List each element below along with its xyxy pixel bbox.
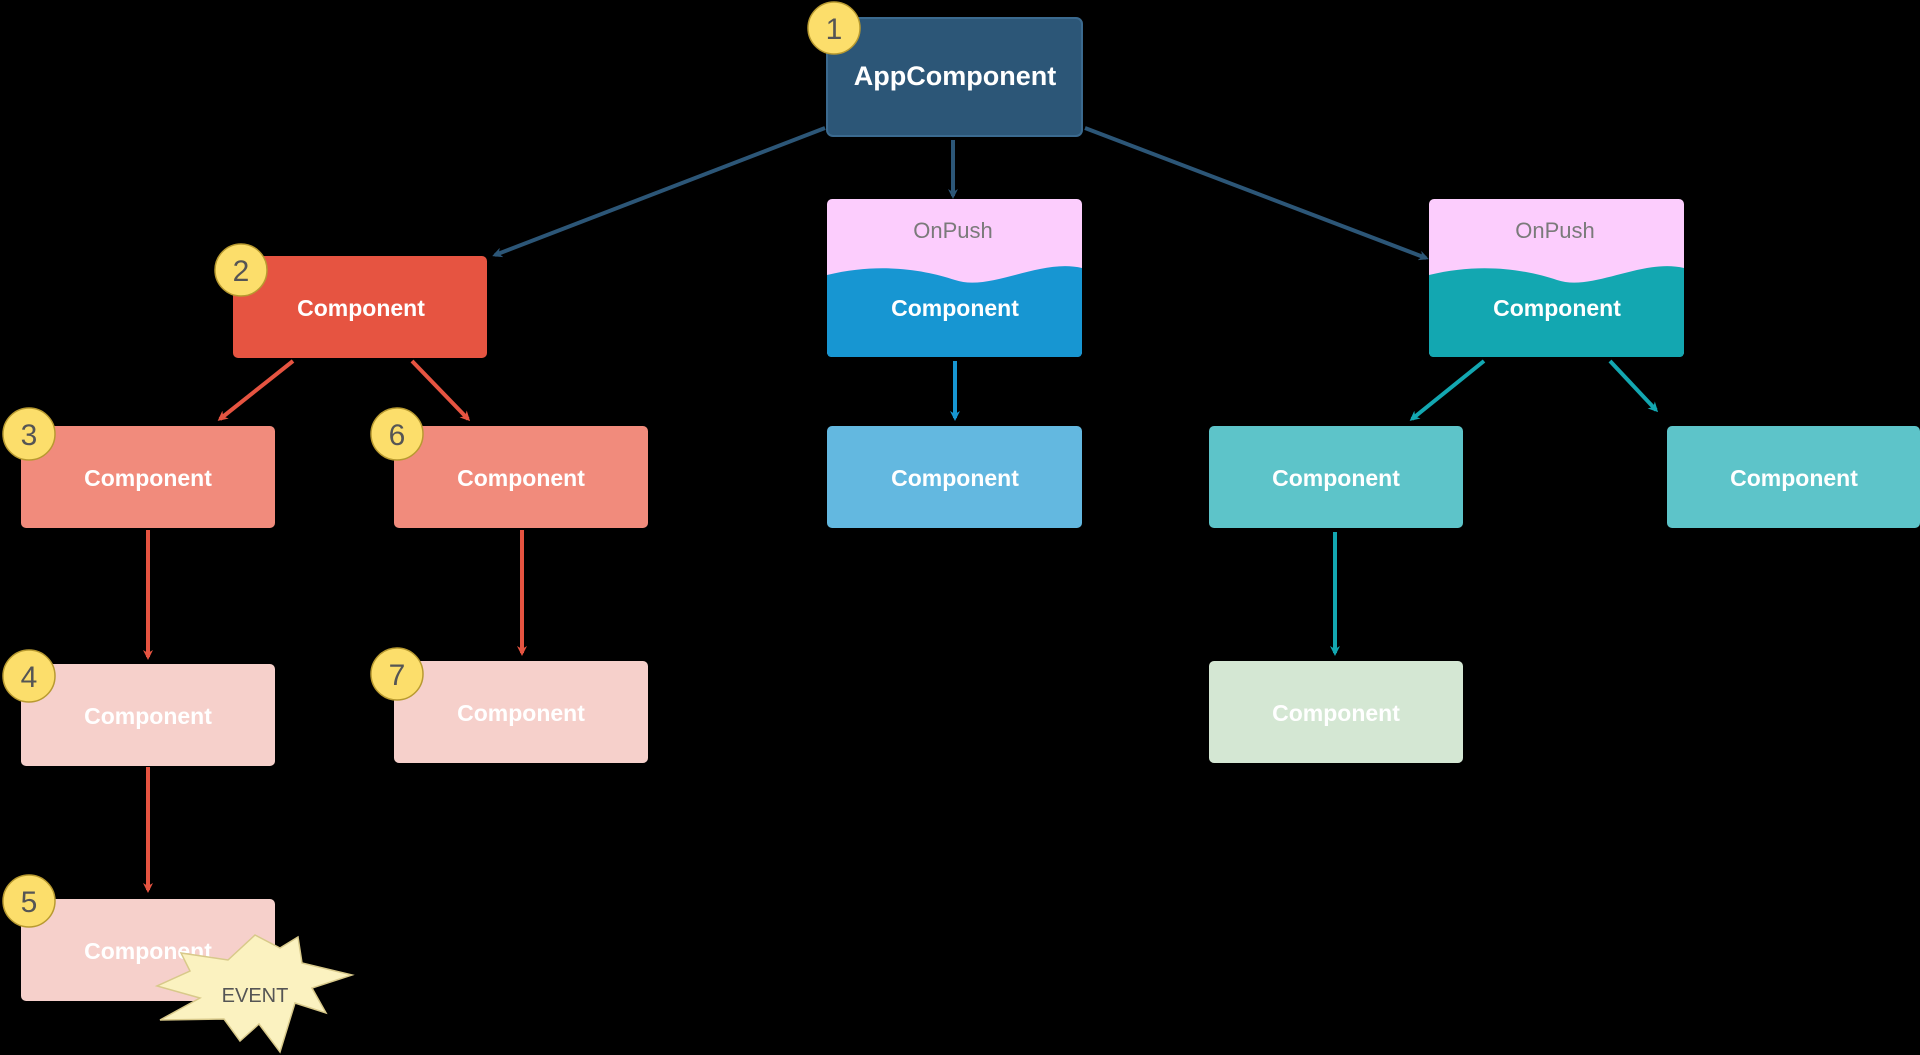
node-red-right-label: Component xyxy=(457,465,585,491)
node-app-box xyxy=(826,17,1083,137)
badge-6-label: 6 xyxy=(389,419,406,452)
node-app-component: AppComponent 1 xyxy=(807,1,1083,137)
node-teal-onpush: OnPush Component xyxy=(1429,199,1684,357)
node-app-label: AppComponent xyxy=(854,61,1056,91)
badge-3-label: 3 xyxy=(21,419,38,452)
badge-5-circle xyxy=(2,874,56,928)
node-teal-right-box xyxy=(1667,426,1920,528)
node-blue-onpush-tag: OnPush xyxy=(913,218,993,243)
badge-6-circle xyxy=(370,407,424,461)
node-red-root-box xyxy=(233,256,487,358)
node-pink-right: Component 7 xyxy=(370,647,648,763)
edge-red-root-to-red-right xyxy=(410,359,471,422)
node-blue-onpush: OnPush Component xyxy=(827,199,1082,357)
node-red-right: Component 6 xyxy=(370,407,648,528)
edge-teal-onpush-to-teal-right xyxy=(1608,359,1659,413)
node-red-right-box xyxy=(394,426,648,528)
node-pink-left: Component 4 xyxy=(2,649,275,766)
node-pink-left-box xyxy=(21,664,275,766)
node-blue-child: Component xyxy=(827,426,1082,528)
node-blue-child-box xyxy=(827,426,1082,528)
node-teal-onpush-label: Component xyxy=(1493,295,1621,321)
node-teal-right-label: Component xyxy=(1730,465,1858,491)
badge-7-label: 7 xyxy=(389,659,406,692)
edge-teal-onpush-to-teal-left xyxy=(1409,359,1486,421)
node-red-left: Component 3 xyxy=(2,407,275,528)
event-star-shape xyxy=(154,934,355,1054)
node-green-label: Component xyxy=(1272,700,1400,726)
node-teal-right: Component xyxy=(1667,426,1920,528)
node-pink-right-box xyxy=(394,661,648,763)
badge-2-label: 2 xyxy=(233,255,250,288)
node-teal-left: Component xyxy=(1209,426,1463,528)
node-blue-child-label: Component xyxy=(891,465,1019,491)
node-pink-left-label: Component xyxy=(84,703,212,729)
node-red-root: Component 2 xyxy=(214,243,487,358)
node-red-root-label: Component xyxy=(297,295,425,321)
node-teal-onpush-wave xyxy=(1429,266,1684,357)
node-blue-onpush-label: Component xyxy=(891,295,1019,321)
node-teal-left-box xyxy=(1209,426,1463,528)
edge-app-to-teal-onpush xyxy=(1084,126,1429,261)
badge-4-label: 4 xyxy=(21,661,38,694)
edge-red-root-to-red-left xyxy=(217,359,295,421)
node-green-box xyxy=(1209,661,1463,763)
node-green: Component xyxy=(1209,661,1463,763)
badge-4-circle xyxy=(2,649,56,703)
badge-1-label: 1 xyxy=(826,13,843,46)
node-teal-onpush-tag: OnPush xyxy=(1515,218,1595,243)
node-red-left-box xyxy=(21,426,275,528)
badge-7-circle xyxy=(370,647,424,701)
node-blue-onpush-wave xyxy=(827,266,1082,357)
edge-app-to-red-root xyxy=(492,126,826,258)
badge-1-circle xyxy=(807,1,861,55)
badge-5-label: 5 xyxy=(21,886,38,919)
badge-2-circle xyxy=(214,243,268,297)
node-pink-right-label: Component xyxy=(457,700,585,726)
node-teal-left-label: Component xyxy=(1272,465,1400,491)
event-starburst: EVENT xyxy=(154,934,355,1054)
badge-3-circle xyxy=(2,407,56,461)
edges xyxy=(143,126,1659,893)
event-label: EVENT xyxy=(222,985,289,1007)
node-red-left-label: Component xyxy=(84,465,212,491)
